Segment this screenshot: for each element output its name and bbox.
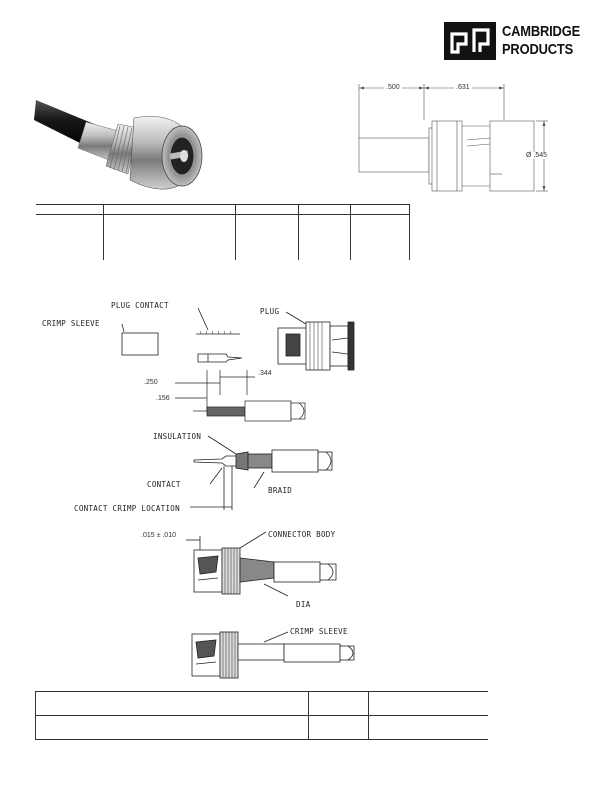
company-logo: CAMBRIDGE PRODUCTS <box>444 22 584 62</box>
spec-cell <box>349 214 410 260</box>
spec-header-cell <box>234 204 298 215</box>
label-contact: CONTACT <box>147 480 181 489</box>
spec-cell <box>297 214 350 260</box>
label-plug-contact: PLUG CONTACT <box>111 301 169 310</box>
spec-header-cell <box>297 204 350 215</box>
bottom-cell <box>368 691 488 716</box>
dim-length-b: .631 <box>454 84 472 91</box>
logo-line-1: CAMBRIDGE <box>502 23 581 40</box>
connector-body-illustration <box>186 531 337 597</box>
bottom-table <box>35 691 488 740</box>
spec-table <box>36 204 410 261</box>
dim-250: .250 <box>144 379 158 386</box>
spec-cell <box>102 214 235 260</box>
bottom-cell <box>368 715 488 740</box>
spec-header-cell <box>102 204 235 215</box>
bottom-cell <box>308 715 369 740</box>
spec-header-cell <box>36 204 103 215</box>
parts-illustration <box>121 307 355 371</box>
dim-gap: .015 ± .010 <box>141 532 176 539</box>
dim-length-a: .500 <box>384 84 402 91</box>
spec-cell <box>234 214 298 260</box>
spec-header-row <box>36 204 410 215</box>
logo-line-2: PRODUCTS <box>502 41 574 58</box>
label-connector-body: CONNECTOR BODY <box>268 530 336 539</box>
contact-crimp-illustration <box>190 435 333 510</box>
dimension-lines <box>358 84 548 192</box>
bottom-row <box>35 715 488 740</box>
dim-diameter: Ø .545 <box>526 152 548 159</box>
crimp-sleeve-illustration <box>191 631 355 679</box>
strip-dimension-illustration <box>175 370 306 422</box>
bottom-header-row <box>35 691 488 716</box>
label-crimp-sleeve: CRIMP SLEEVE <box>42 319 100 328</box>
bottom-cell <box>35 691 309 716</box>
spec-row <box>36 214 410 261</box>
spec-cell <box>36 215 103 261</box>
dim-344: .344 <box>258 370 272 377</box>
dim-156: .156 <box>156 395 170 402</box>
label-braid: BRAID <box>268 486 293 495</box>
logo-text: CAMBRIDGE PRODUCTS <box>502 23 580 59</box>
spec-header-cell <box>349 204 410 215</box>
logo-mark <box>444 22 496 60</box>
bottom-cell <box>308 691 369 716</box>
label-dia: DIA <box>296 600 311 609</box>
label-plug: PLUG <box>260 307 280 316</box>
label-insulation: INSULATION <box>153 432 202 441</box>
label-contact-crimp-location: CONTACT CRIMP LOCATION <box>74 504 180 513</box>
connector-photo <box>34 100 203 190</box>
label-crimp-sleeve-2: CRIMP SLEEVE <box>290 627 348 636</box>
bottom-cell <box>35 715 309 740</box>
